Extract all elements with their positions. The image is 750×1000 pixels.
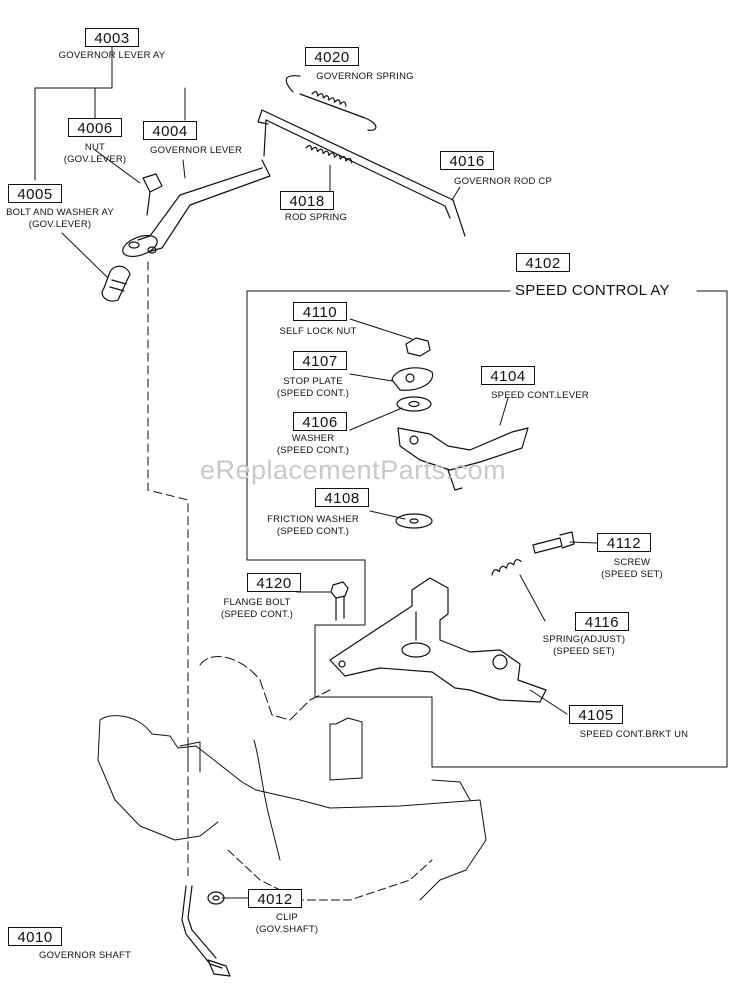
part-number-4012: 4012: [248, 889, 302, 908]
part-number-4116: 4116: [575, 612, 629, 631]
part-label-line: (SPEED CONT.): [276, 445, 350, 456]
shaft-axis: [147, 261, 189, 881]
part-label-4012: CLIP(GOV.SHAFT): [256, 912, 319, 936]
part-label-line: (SPEED CONT.): [276, 388, 350, 399]
part-label-line: SPEED CONT.LEVER: [491, 390, 589, 401]
part-label-4104: SPEED CONT.LEVER: [491, 390, 589, 402]
part-label-line: BOLT AND WASHER AY: [6, 207, 114, 218]
part-label-line: GOVERNOR ROD CP: [453, 176, 553, 187]
part-number-4004: 4004: [143, 121, 197, 140]
part-number-4005: 4005: [8, 184, 62, 203]
part-label-line: SELF LOCK NUT: [279, 326, 357, 337]
part-label-line: FRICTION WASHER: [267, 514, 359, 525]
part-label-4105: SPEED CONT.BRKT UN: [580, 729, 688, 741]
part-label-4106: WASHER(SPEED CONT.): [277, 433, 349, 457]
part-label-4018: ROD SPRING: [285, 212, 347, 224]
part-label-line: GOVERNOR LEVER: [149, 145, 243, 156]
leader-lines: [34, 46, 598, 899]
part-label-line: (GOV.LEVER): [28, 219, 92, 230]
part-label-4120: FLANGE BOLT(SPEED CONT.): [221, 597, 293, 621]
part-label-line: (SPEED CONT.): [276, 526, 350, 537]
part-label-line: GOVERNOR SPRING: [316, 71, 414, 82]
speed-control-drawing: [329, 337, 575, 703]
governor-lever-drawing: [101, 159, 271, 302]
part-number-4018: 4018: [280, 191, 334, 210]
part-number-4006: 4006: [68, 118, 122, 137]
part-number-4106: 4106: [293, 412, 347, 431]
part-number-4010: 4010: [8, 927, 62, 946]
part-number-4112: 4112: [597, 533, 651, 552]
part-label-4005: BOLT AND WASHER AY(GOV.LEVER): [6, 207, 114, 231]
part-number-4105: 4105: [569, 705, 623, 724]
governor-spring-drawing: [285, 75, 377, 131]
governor-shaft-drawing: [181, 885, 231, 977]
part-label-4003: GOVERNOR LEVER AY: [59, 50, 166, 62]
part-number-4102: 4102: [516, 253, 570, 272]
part-number-4107: 4107: [293, 351, 347, 370]
part-label-4004: GOVERNOR LEVER: [150, 145, 242, 157]
part-number-4108: 4108: [315, 488, 369, 507]
part-label-line: SPRING(ADJUST): [542, 634, 626, 645]
part-label-4020: GOVERNOR SPRING: [316, 71, 414, 83]
speed-control-frame: [246, 290, 728, 768]
part-label-4116: SPRING(ADJUST)(SPEED SET): [543, 634, 626, 658]
part-label-4016: GOVERNOR ROD CP: [454, 176, 552, 188]
part-label-line: (SPEED SET): [553, 646, 615, 657]
part-label-4108: FRICTION WASHER(SPEED CONT.): [267, 514, 359, 538]
part-label-line: GOVERNOR SHAFT: [38, 950, 132, 961]
part-label-line: ROD SPRING: [284, 212, 348, 223]
part-label-line: (GOV.SHAFT): [255, 924, 319, 935]
speed-control-title: SPEED CONTROL AY: [512, 282, 673, 300]
part-number-4016: 4016: [440, 151, 494, 170]
governor-rod-drawing: [257, 109, 466, 237]
part-label-line: FLANGE BOLT: [223, 597, 291, 608]
part-label-line: (SPEED CONT.): [220, 609, 294, 620]
part-label-line: (GOV.LEVER): [63, 154, 127, 165]
part-label-line: (SPEED SET): [601, 569, 663, 580]
part-label-4010: GOVERNOR SHAFT: [39, 950, 131, 962]
part-number-4104: 4104: [481, 366, 535, 385]
part-number-4110: 4110: [293, 302, 347, 321]
part-label-line: CLIP: [276, 912, 298, 923]
part-label-4107: STOP PLATE(SPEED CONT.): [277, 376, 349, 400]
part-label-line: SCREW: [613, 557, 651, 568]
part-label-line: WASHER: [291, 433, 335, 444]
part-label-4006: NUT(GOV.LEVER): [64, 142, 127, 166]
part-label-line: SPEED CONT.BRKT UN: [579, 729, 689, 740]
watermark-text: eReplacementParts.com: [200, 455, 507, 485]
part-number-4020: 4020: [305, 47, 359, 66]
part-number-4120: 4120: [247, 573, 301, 592]
part-label-line: NUT: [84, 142, 106, 153]
part-label-line: STOP PLATE: [283, 376, 343, 387]
part-number-4003: 4003: [85, 28, 139, 47]
part-label-line: GOVERNOR LEVER AY: [58, 50, 166, 61]
part-label-4112: SCREW(SPEED SET): [601, 557, 663, 581]
part-label-4110: SELF LOCK NUT: [279, 326, 356, 338]
engine-outline: [97, 656, 487, 901]
